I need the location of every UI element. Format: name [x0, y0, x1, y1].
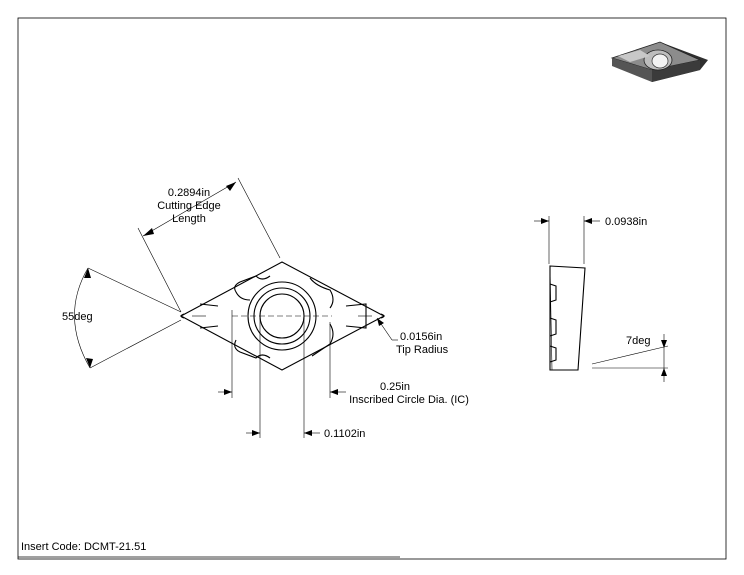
clearance-angle-dimension — [591, 334, 669, 382]
ic-dimension — [218, 310, 346, 398]
cutting-edge-dimension — [137, 177, 281, 313]
tip-radius-value: 0.0156in — [400, 331, 442, 343]
angle-value: 55deg — [62, 311, 93, 323]
hole-value: 0.1102in — [324, 428, 365, 440]
tip-radius-leader — [376, 317, 398, 341]
thickness-dimension — [534, 216, 600, 264]
ic-value: 0.25in — [380, 381, 410, 393]
insert-top-view — [179, 261, 386, 371]
cutting-edge-value: 0.2894in — [168, 187, 210, 199]
thickness-value: 0.0938in — [605, 216, 647, 228]
tip-radius-label: Tip Radius — [396, 344, 449, 356]
hole-dimension — [246, 318, 320, 438]
ic-label: Inscribed Circle Dia. (IC) — [349, 394, 469, 406]
insert-code: Insert Code: DCMT-21.51 — [21, 541, 146, 553]
insert-side-view — [549, 265, 586, 371]
cutting-edge-label-line2: Length — [172, 213, 206, 225]
insert-3d-render-icon — [610, 41, 708, 82]
cutting-edge-label-line1: Cutting Edge — [157, 200, 221, 212]
angle-dimension — [74, 267, 182, 369]
sheet-border — [17, 17, 727, 560]
clearance-angle-value: 7deg — [626, 335, 650, 347]
